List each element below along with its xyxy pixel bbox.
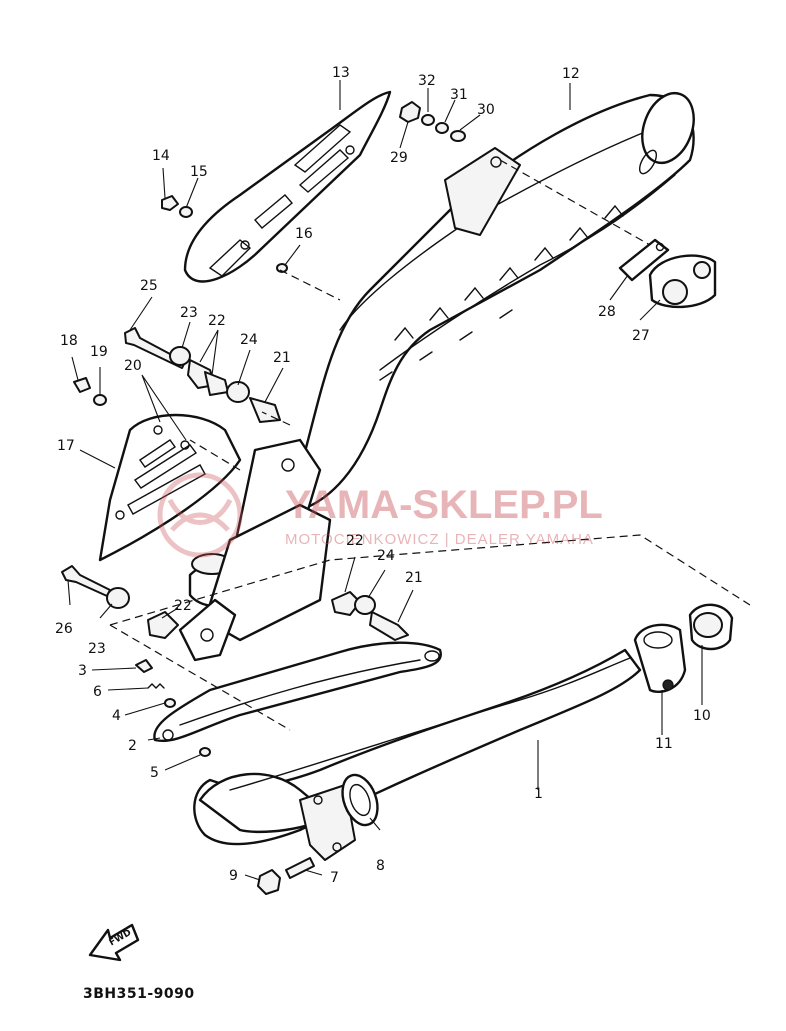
- callout-21-upper: 21: [273, 350, 291, 366]
- callout-26: 26: [55, 621, 73, 637]
- watermark: YAMA-SKLEP.PL MOTOCIENKOWICZ | DEALER YA…: [157, 472, 603, 558]
- callout-20: 20: [124, 358, 142, 374]
- watermark-tagline: MOTOCIENKOWICZ | DEALER YAMAHA: [285, 531, 594, 548]
- callout-15: 15: [190, 164, 208, 180]
- leader-lines: [67, 80, 703, 881]
- callout-22-lower-left: 22: [174, 598, 192, 614]
- callout-19: 19: [90, 344, 108, 360]
- callout-25: 25: [140, 278, 158, 294]
- callout-31: 31: [450, 87, 468, 103]
- callout-labels: 12 13 32 31 30 29 14 15 16 25 23 22 24 2…: [55, 65, 711, 886]
- callout-6: 6: [93, 684, 102, 700]
- callout-23-upper: 23: [180, 305, 198, 321]
- callout-7: 7: [330, 870, 339, 886]
- diagram-code: 3BH351-9090: [83, 986, 195, 1002]
- heat-protector-part-2: [153, 641, 442, 743]
- callout-8: 8: [376, 858, 385, 874]
- gasket-part-10: [688, 603, 734, 651]
- callout-22-upper: 22: [208, 313, 226, 329]
- callout-28: 28: [598, 304, 616, 320]
- muffler-protector-part-13: [183, 90, 392, 283]
- callout-30: 30: [477, 102, 495, 118]
- forward-arrow-icon: FWD: [88, 923, 140, 962]
- muffler-part-12: [178, 91, 695, 662]
- callout-13: 13: [332, 65, 350, 81]
- callout-21-lower: 21: [405, 570, 423, 586]
- callout-16: 16: [295, 226, 313, 242]
- callout-1: 1: [534, 786, 543, 802]
- callout-4: 4: [112, 708, 121, 724]
- callout-24-upper: 24: [240, 332, 258, 348]
- callout-11: 11: [655, 736, 673, 752]
- callout-17: 17: [57, 438, 75, 454]
- plate-part-28: [618, 238, 670, 282]
- bracket-part-27: [648, 254, 717, 309]
- callout-24-lower: 24: [377, 548, 395, 564]
- assembly-lines: [109, 159, 751, 731]
- hardware-small-parts: [61, 101, 466, 895]
- callout-22-lower-right: 22: [346, 533, 364, 549]
- exhaust-gasket-part-8: [341, 773, 379, 827]
- callout-9: 9: [229, 868, 238, 884]
- callout-10: 10: [693, 708, 711, 724]
- callout-12: 12: [562, 66, 580, 82]
- side-cover-part-17: [98, 413, 242, 562]
- callout-3: 3: [78, 663, 87, 679]
- callout-2: 2: [128, 738, 137, 754]
- callout-23-lower: 23: [88, 641, 106, 657]
- watermark-brand: YAMA-SKLEP.PL: [285, 483, 603, 527]
- clamp-part-11: [633, 623, 687, 693]
- callout-29: 29: [390, 150, 408, 166]
- callout-32: 32: [418, 73, 436, 89]
- callout-5: 5: [150, 765, 159, 781]
- callout-18: 18: [60, 333, 78, 349]
- callout-27: 27: [632, 328, 650, 344]
- exhaust-pipe-part-1: [193, 648, 642, 861]
- callout-14: 14: [152, 148, 170, 164]
